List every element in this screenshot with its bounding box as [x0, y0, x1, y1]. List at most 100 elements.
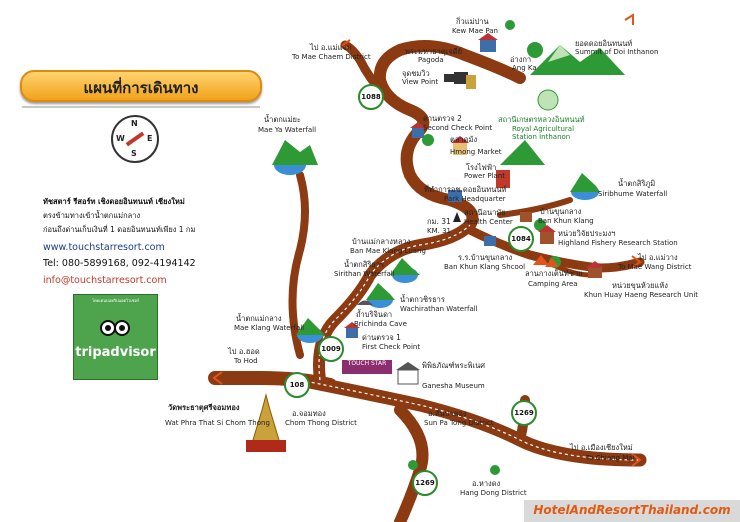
- label-huay-en: Khun Huay Haeng Research Unit: [584, 291, 699, 299]
- route-1088: 1088: [358, 84, 384, 110]
- label-hq-th: ที่ทำการอช.ดอยอินทนนท์: [424, 185, 507, 194]
- label-museum-th: พิพิธภัณฑ์พระพิเนศ: [422, 361, 485, 370]
- label-maeklang-th: น้ำตกแม่กลาง: [236, 314, 282, 323]
- route-1009: 1009: [318, 336, 344, 362]
- label-museum-en: Ganesha Museum: [422, 382, 485, 390]
- label-kew-th: กิ่วแม่ปาน: [456, 17, 489, 26]
- compass-e: E: [147, 134, 153, 143]
- phone-text: Tel: 080-5899168, 092-4194142: [43, 258, 196, 269]
- label-chomthong-th: อ.จอมทอง: [292, 409, 326, 418]
- compass-icon: N S E W: [111, 115, 159, 163]
- label-wachi-en: Wachirathan Waterfall: [400, 305, 478, 313]
- label-hangdong-en: Hang Dong District: [460, 489, 527, 497]
- page-title: แผนที่การเดินทาง: [83, 79, 199, 97]
- arrow-maechaem: [341, 39, 351, 51]
- building-markers: [246, 33, 604, 452]
- map-title-bar: แผนที่การเดินทาง: [20, 70, 262, 102]
- label-kew-en: Kew Mae Pan: [452, 27, 498, 35]
- label-siribhume-en: Siribhume Waterfall: [598, 190, 668, 198]
- label-hangdong-th: อ.หางดง: [472, 479, 501, 488]
- label-summit-th: ยอดดอยอินทนนท์: [575, 39, 633, 48]
- arrow-hod: [212, 371, 223, 385]
- info-line1: ทัชสตาร์ รีสอร์ท เชิงดอยอินทนนท์ เชียงให…: [43, 197, 185, 206]
- label-school-th: ร.ร.บ้านขุนกลาง: [458, 253, 513, 262]
- royal-station-hill: [500, 89, 559, 165]
- info-line2: ตรงข้ามทางเข้าน้ำตกแม่กลาง: [43, 211, 141, 220]
- label-sanpatong-th: อ.สันป่าตอง: [428, 409, 467, 418]
- tripadvisor-name: tripadvisor: [75, 345, 156, 360]
- route-1269-a: 1269: [511, 400, 537, 426]
- label-chaem-th: ไป อ.แม่แจ่ม: [310, 43, 352, 52]
- summit-mountain: [530, 45, 625, 75]
- label-chiangmai-en: To Chiang Mai: [586, 454, 635, 462]
- tripadvisor-badge[interactable]: โดดเด่นบนทริปแอดไวเซอร์ tripadvisor: [73, 294, 158, 380]
- label-maeya-en: Mae Ya Waterfall: [258, 126, 317, 134]
- compass-needle: [125, 131, 145, 147]
- label-royal-th: สถานีเกษตรหลวงอินทนนท์: [498, 115, 585, 124]
- label-angka-en: Ang Ka: [512, 64, 537, 72]
- website-link[interactable]: www.touchstarresort.com: [43, 242, 165, 253]
- label-cave-th: ถ้ำบริจินดา: [356, 310, 393, 319]
- arrow-maewang: [631, 255, 642, 269]
- label-hq-en: Park Headquarter: [444, 195, 506, 203]
- label-health-en: Health Center: [464, 218, 513, 226]
- label-maeya-th: น้ำตกแม่ยะ: [264, 115, 301, 124]
- label-royal-en1: Royal Agricultural: [512, 125, 575, 133]
- label-watphra-en: Wat Phra That Si Chom Thong: [165, 419, 270, 427]
- label-power-th: โรงไฟฟ้า: [466, 163, 497, 172]
- tripadvisor-caption: โดดเด่นบนทริปแอดไวเซอร์: [91, 298, 140, 303]
- label-check2-en: Second Check Point: [423, 124, 493, 132]
- label-view-en: View Point: [402, 78, 439, 86]
- compass-s: S: [131, 149, 137, 158]
- label-view-th: จุดชมวิว: [402, 69, 430, 78]
- footer-watermark: HotelAndResortThailand.com: [524, 500, 740, 522]
- owl-icon: [100, 320, 130, 336]
- label-royal-en2: Station Inthanon: [512, 133, 571, 141]
- label-fishery-th: หน่วยวิจัยประมงฯ: [558, 229, 616, 238]
- label-hmong-th: ตลาดม้ง: [450, 135, 478, 144]
- label-maeklang-en: Mae Klang Waterfall: [234, 324, 305, 332]
- arrow-summit: [624, 13, 634, 25]
- label-check1-en: First Check Point: [362, 343, 421, 351]
- label-siribhume-th: น้ำตกสิริภูมิ: [618, 179, 656, 188]
- route-1084: 1084: [508, 226, 534, 252]
- info-line3: ก่อนถึงด่านเก็บเงินที่ 1 ดอยอินทนนท์เพีย…: [43, 225, 196, 234]
- label-chomthong-en: Chom Thong District: [285, 419, 357, 427]
- label-luang-en: Ban Mae Klang Luang: [350, 247, 426, 255]
- label-hod-th: ไป อ.ฮอด: [228, 347, 260, 356]
- label-wachi-th: น้ำตกวชิรธาร: [400, 295, 445, 304]
- arrow-chiangmai: [631, 453, 642, 467]
- label-pagoda-th: พระมหาธาตุเจดีย์: [405, 47, 462, 56]
- label-hmong-en: Hmong Market: [450, 148, 502, 156]
- label-bkk-th: บ้านขุนกลาง: [540, 207, 582, 216]
- divider: [22, 106, 260, 108]
- label-school-en: Ban Khun Klang Shcool: [444, 263, 526, 271]
- waterfall-markers: [272, 140, 600, 343]
- road-siribhume: [497, 197, 573, 218]
- label-cave-en: Brichinda Cave: [354, 320, 407, 328]
- touchstar-logo: TOUCH STAR: [342, 360, 392, 374]
- label-check1-th: ด่านตรวจ 1: [362, 333, 401, 342]
- label-sirithan-en: Sirithan Waterfall: [334, 270, 395, 278]
- label-sanpatong-en: Sun Pa Tong District: [424, 419, 494, 427]
- footer-text: HotelAndResortThailand.com: [533, 503, 731, 517]
- road-1084: [465, 225, 645, 273]
- label-angka-th: อ่างกา: [510, 55, 532, 64]
- label-luang-th: บ้านแม่กลางหลวง: [352, 237, 411, 246]
- label-chiangmai-th: ไป อ.เมืองเชียงใหม่: [570, 443, 633, 452]
- label-fishery-en: Highland Fishery Research Station: [558, 239, 678, 247]
- label-camp-en: Camping Area: [528, 280, 578, 288]
- label-pagoda-en: Pagoda: [418, 56, 444, 64]
- email-link[interactable]: info@touchstarresort.com: [43, 275, 167, 286]
- label-check2-th: ด่านตรวจ 2: [423, 114, 462, 123]
- label-wang-en: To Mae Wang District: [618, 263, 692, 271]
- label-hod-en: To Hod: [234, 357, 258, 365]
- label-bkk-en: Ban Khun Klang: [538, 217, 594, 225]
- label-huay-th: หน่วยขุนห้วยแห้ง: [612, 281, 668, 290]
- label-chaem-en: To Mae Chaem District: [292, 53, 371, 61]
- road-maeya: [288, 171, 309, 359]
- road-hangdong: [394, 404, 429, 522]
- label-wang-th: ไป อ.แม่วาง: [638, 253, 678, 262]
- compass-w: W: [116, 134, 125, 143]
